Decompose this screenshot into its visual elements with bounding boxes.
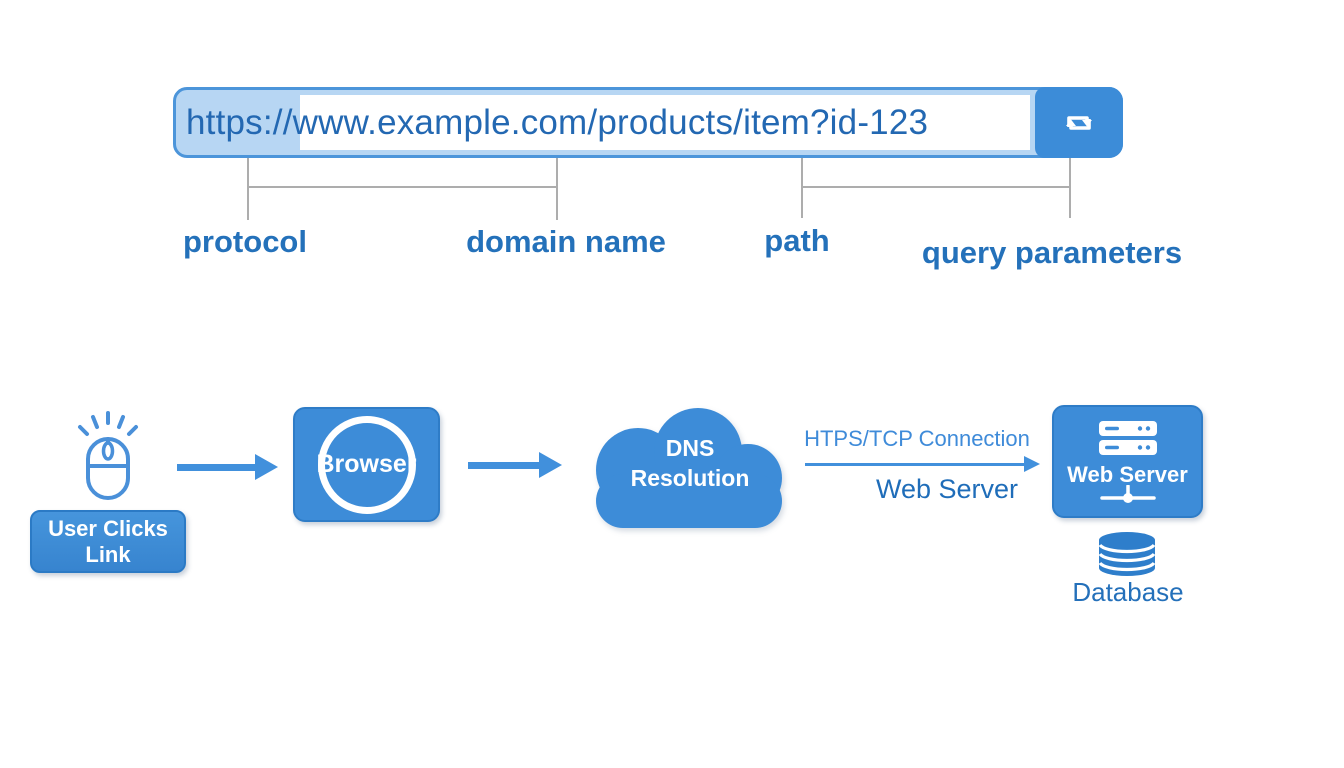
bracket-line [1069,158,1071,218]
database-icon [1098,532,1156,576]
arrow-dns-to-server [805,463,1026,466]
url-input[interactable] [300,95,1030,150]
arrow-user-to-browser [177,454,278,480]
browser-label: Browser [316,450,417,478]
url-text: https://www.example.com/products/item?id… [186,102,929,142]
browser-circle-icon [318,416,416,514]
bracket-line [247,186,558,188]
arrowhead [1024,456,1040,472]
dns-line1: DNS [665,435,715,461]
user-clicks-link-badge: User Clicks Link [30,510,186,573]
bracket-line [247,158,249,220]
web-server-label: Web Server [1067,462,1188,487]
dns-resolution-label: DNS Resolution [588,400,792,526]
connection-type-label: HTPS/TCP Connection [804,426,1030,451]
dns-line2: Resolution [630,465,750,491]
address-bar: https://www.example.com/products/item?id… [173,87,1123,158]
reload-icon [1066,115,1092,130]
reload-button[interactable] [1035,87,1123,158]
network-node-icon [1100,485,1156,503]
server-rack-icon [1099,421,1157,455]
bracket-line [556,158,558,220]
bracket-line [801,186,1071,188]
connection-target-label: Web Server [875,474,1019,504]
label-path: path [764,223,830,258]
mouse-click-icon [78,411,138,500]
label-protocol: protocol [183,224,307,259]
dns-cloud-icon [596,408,782,528]
label-query-parameters: query parameters [921,235,1183,270]
database-label: Database [1072,577,1184,607]
label-domain-name: domain name [466,224,666,259]
bracket-line [801,158,803,218]
badge-line2: Link [85,541,131,567]
badge-line1: User Clicks [48,515,168,541]
browser-node: Browser [293,407,440,522]
web-server-node: Web Server [1052,405,1203,518]
arrow-browser-to-dns [468,452,562,478]
